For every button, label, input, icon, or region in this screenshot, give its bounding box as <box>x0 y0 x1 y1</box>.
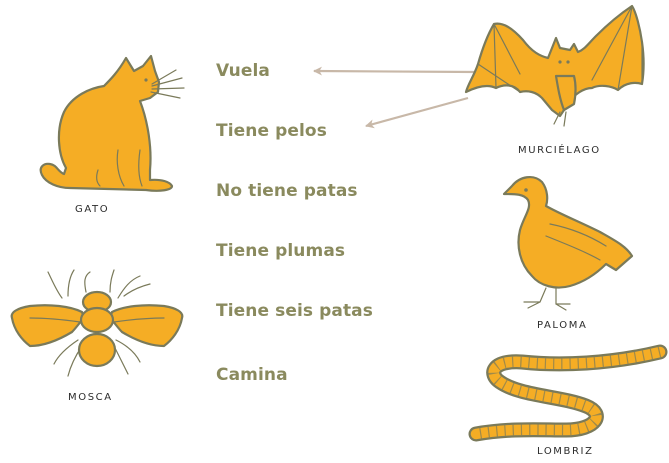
trait-tiene-plumas[interactable]: Tiene plumas <box>216 241 346 261</box>
fly-illustration <box>10 269 184 377</box>
trait-tiene-seis-patas[interactable]: Tiene seis patas <box>216 301 373 321</box>
trait-vuela[interactable]: Vuela <box>216 61 270 81</box>
label-paloma: PALOMA <box>537 320 588 331</box>
arrow-to-vuela <box>313 66 477 76</box>
bat-illustration <box>464 4 645 127</box>
trait-tiene-pelos[interactable]: Tiene pelos <box>216 121 327 141</box>
earthworm-illustration <box>468 344 668 442</box>
cat-illustration <box>39 54 185 192</box>
trait-no-tiene-patas[interactable]: No tiene patas <box>216 181 358 201</box>
trait-camina[interactable]: Camina <box>216 365 288 385</box>
arrow-to-tiene-pelos <box>365 96 469 129</box>
label-lombriz: LOMBRIZ <box>537 446 594 457</box>
label-gato: GATO <box>75 204 110 215</box>
label-murcielago: MURCIÉLAGO <box>518 145 601 156</box>
label-mosca: MOSCA <box>68 392 113 403</box>
pigeon-illustration <box>502 176 634 311</box>
